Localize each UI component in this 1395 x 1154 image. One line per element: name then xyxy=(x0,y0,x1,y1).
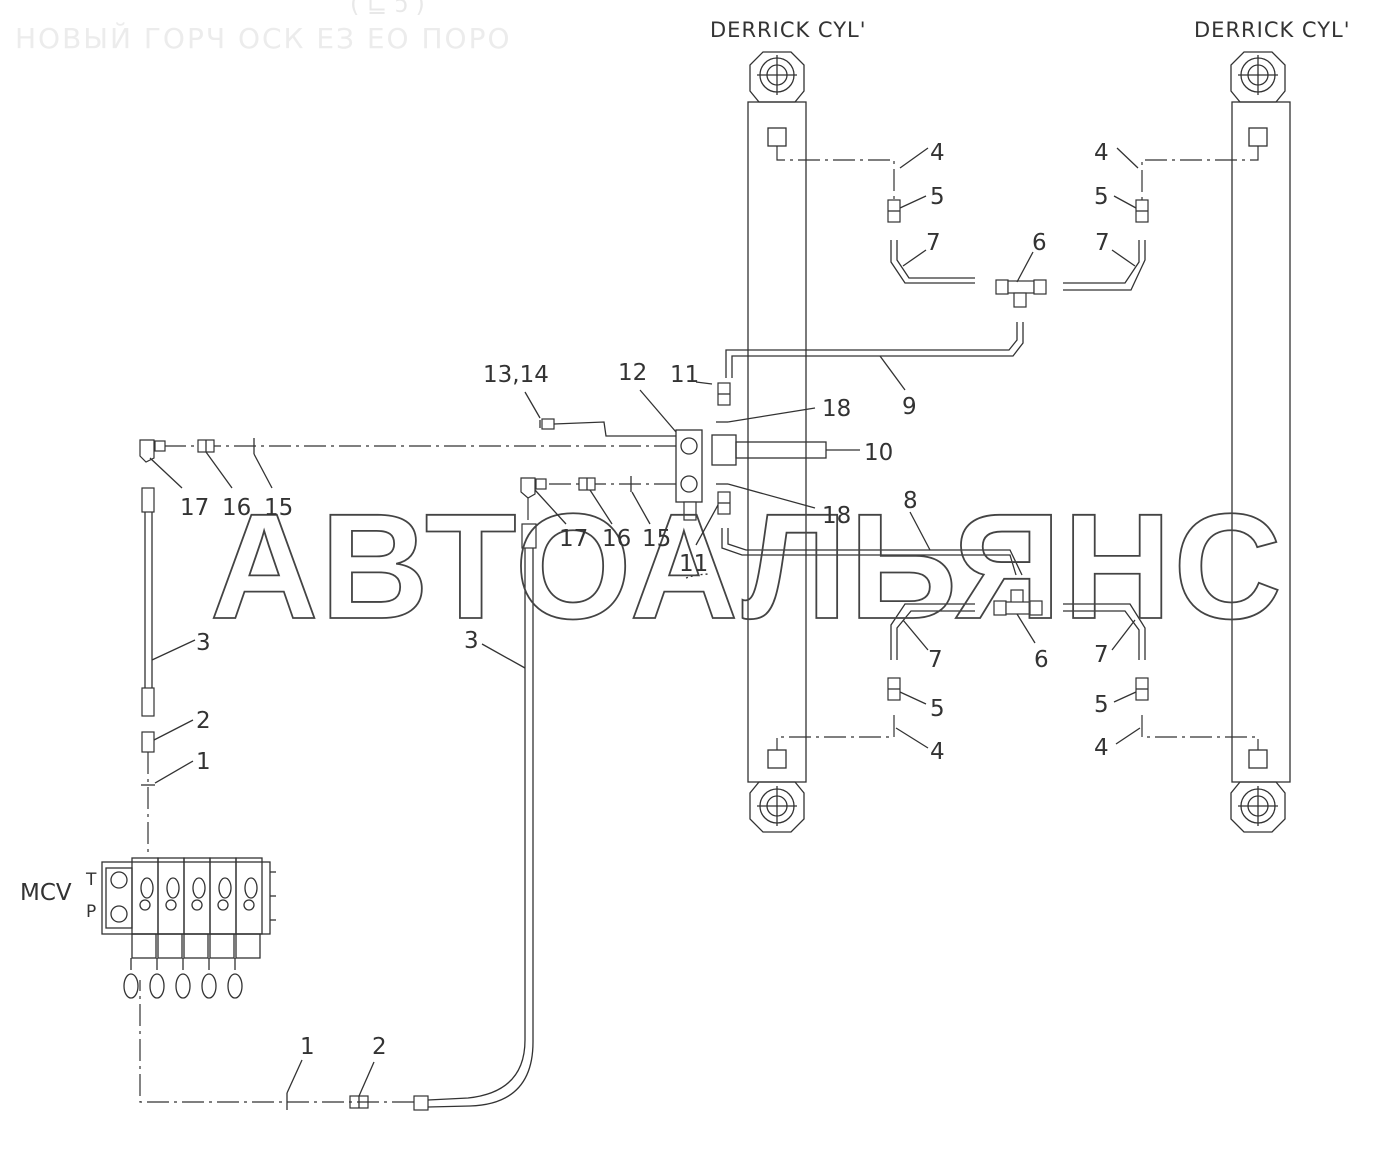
label-4-top-left: 4 xyxy=(930,140,945,166)
part-labels: 4 4 5 5 6 7 7 9 10 11 12 13,14 18 18 17 … xyxy=(149,140,1141,1097)
faint-title: ( ⊑ ↄ ) xyxy=(350,0,425,18)
derrick-cylinder-left: DERRICK CYL' xyxy=(710,18,867,833)
label-3-middle: 3 xyxy=(464,628,479,654)
label-10: 10 xyxy=(864,440,893,466)
port-p-label: P xyxy=(86,902,96,922)
label-1-bottom: 1 xyxy=(300,1034,315,1060)
label-4-bottom-right: 4 xyxy=(1094,735,1109,761)
label-6-top: 6 xyxy=(1032,230,1047,256)
label-7-top-left: 7 xyxy=(926,230,941,256)
label-16-middle: 16 xyxy=(602,526,631,552)
label-17-left: 17 xyxy=(180,495,209,521)
label-7-bottom-right: 7 xyxy=(1094,642,1109,668)
label-2-bottom: 2 xyxy=(372,1034,387,1060)
label-11-bottom: 11 xyxy=(679,551,708,577)
bottom-piping xyxy=(776,589,1259,750)
label-2-top: 2 xyxy=(196,708,211,734)
label-6-bottom: 6 xyxy=(1034,647,1049,673)
hose-left xyxy=(139,438,255,855)
faint-subtitle: НОВЫЙ ГОРЧ ОСК ЕЗ ЕО ПОРО xyxy=(15,21,512,55)
label-9: 9 xyxy=(902,394,917,420)
label-5-top-left: 5 xyxy=(930,184,945,210)
watermark: АВТОАЛЬЯНС xyxy=(210,482,1284,650)
port-t-label: T xyxy=(85,870,97,890)
hose-middle xyxy=(139,476,632,1111)
cylinder-right-label: DERRICK CYL' xyxy=(1194,18,1351,42)
label-16-left: 16 xyxy=(222,495,251,521)
label-17-middle: 17 xyxy=(559,526,588,552)
label-1-top: 1 xyxy=(196,749,211,775)
label-8: 8 xyxy=(903,488,918,514)
label-4-bottom-left: 4 xyxy=(930,739,945,765)
derrick-cylinder-right: DERRICK CYL' xyxy=(1194,18,1351,833)
label-5-top-right: 5 xyxy=(1094,184,1109,210)
label-13-14: 13,14 xyxy=(483,362,549,388)
label-18-bottom: 18 xyxy=(822,503,851,529)
label-5-bottom-right: 5 xyxy=(1094,692,1109,718)
label-5-bottom-left: 5 xyxy=(930,696,945,722)
label-15-middle: 15 xyxy=(642,526,671,552)
label-4-top-right: 4 xyxy=(1094,140,1109,166)
label-7-bottom-left: 7 xyxy=(928,647,943,673)
mcv-label: MCV xyxy=(20,880,72,906)
label-7-top-right: 7 xyxy=(1095,230,1110,256)
label-3-left: 3 xyxy=(196,630,211,656)
top-piping xyxy=(717,146,1259,406)
label-12: 12 xyxy=(618,360,647,386)
label-15-left: 15 xyxy=(264,495,293,521)
label-18-top: 18 xyxy=(822,396,851,422)
main-control-valve: MCV T P xyxy=(20,857,276,999)
cylinder-left-label: DERRICK CYL' xyxy=(710,18,867,42)
label-11-top: 11 xyxy=(670,362,699,388)
